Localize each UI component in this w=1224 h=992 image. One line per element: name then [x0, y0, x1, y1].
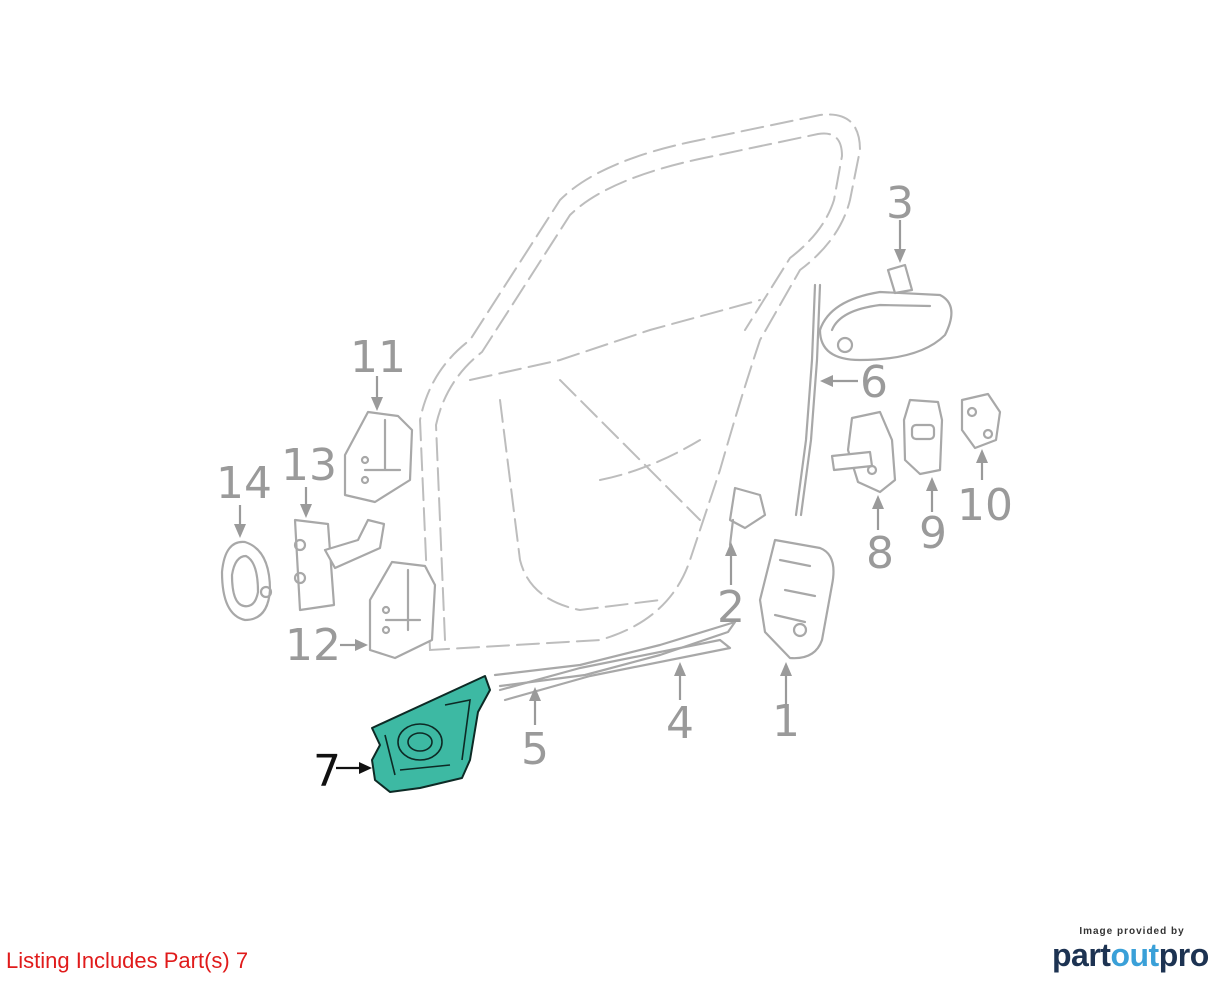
part-number-2[interactable]: 2	[717, 582, 745, 633]
part-5-rod[interactable]	[493, 620, 737, 688]
door-outline	[418, 113, 862, 652]
part-14-ring[interactable]	[220, 540, 273, 622]
part-number-labels: 1 2 3 4 5 6 7 8 9 10 11 12 13 14	[216, 178, 1013, 797]
part-10-plate[interactable]	[960, 392, 1002, 450]
part-number-7[interactable]: 7	[313, 746, 341, 797]
part-number-5[interactable]: 5	[521, 724, 549, 775]
part-number-10[interactable]: 10	[957, 480, 1013, 531]
part-number-13[interactable]: 13	[281, 440, 337, 491]
part-13-check[interactable]	[293, 518, 386, 612]
part-4-rod[interactable]	[498, 638, 732, 702]
part-3-handle[interactable]	[818, 263, 953, 362]
partoutpro-logo[interactable]: partoutpro	[1052, 937, 1212, 973]
part-number-4[interactable]: 4	[666, 698, 694, 749]
part-6-rod[interactable]	[794, 283, 822, 517]
part-7-actuator[interactable]	[371, 675, 491, 793]
credit-caption: Image provided by	[1079, 926, 1185, 937]
part-9-plate[interactable]	[902, 398, 944, 476]
part-number-6[interactable]: 6	[860, 357, 888, 408]
listing-includes-text: Listing Includes Part(s) 7	[6, 948, 249, 973]
callout-arrows	[234, 220, 988, 774]
part-number-12[interactable]: 12	[285, 620, 341, 671]
part-11-hinge[interactable]	[343, 410, 414, 504]
brand-part: part	[1052, 937, 1111, 973]
brand-pro: pro	[1158, 937, 1210, 973]
part-8-striker[interactable]	[830, 410, 897, 494]
part-number-11[interactable]: 11	[350, 332, 406, 383]
part-number-3[interactable]: 3	[886, 178, 914, 229]
part-2-clip[interactable]	[728, 486, 767, 547]
part-number-1[interactable]: 1	[772, 696, 800, 747]
image-credit: Image provided by partoutpro	[1052, 926, 1212, 973]
part-12-hinge[interactable]	[368, 560, 437, 660]
part-number-9[interactable]: 9	[919, 508, 947, 559]
part-number-8[interactable]: 8	[866, 528, 894, 579]
part-number-14[interactable]: 14	[216, 458, 272, 509]
brand-out: out	[1110, 937, 1159, 973]
part-1-latch[interactable]	[758, 538, 835, 660]
